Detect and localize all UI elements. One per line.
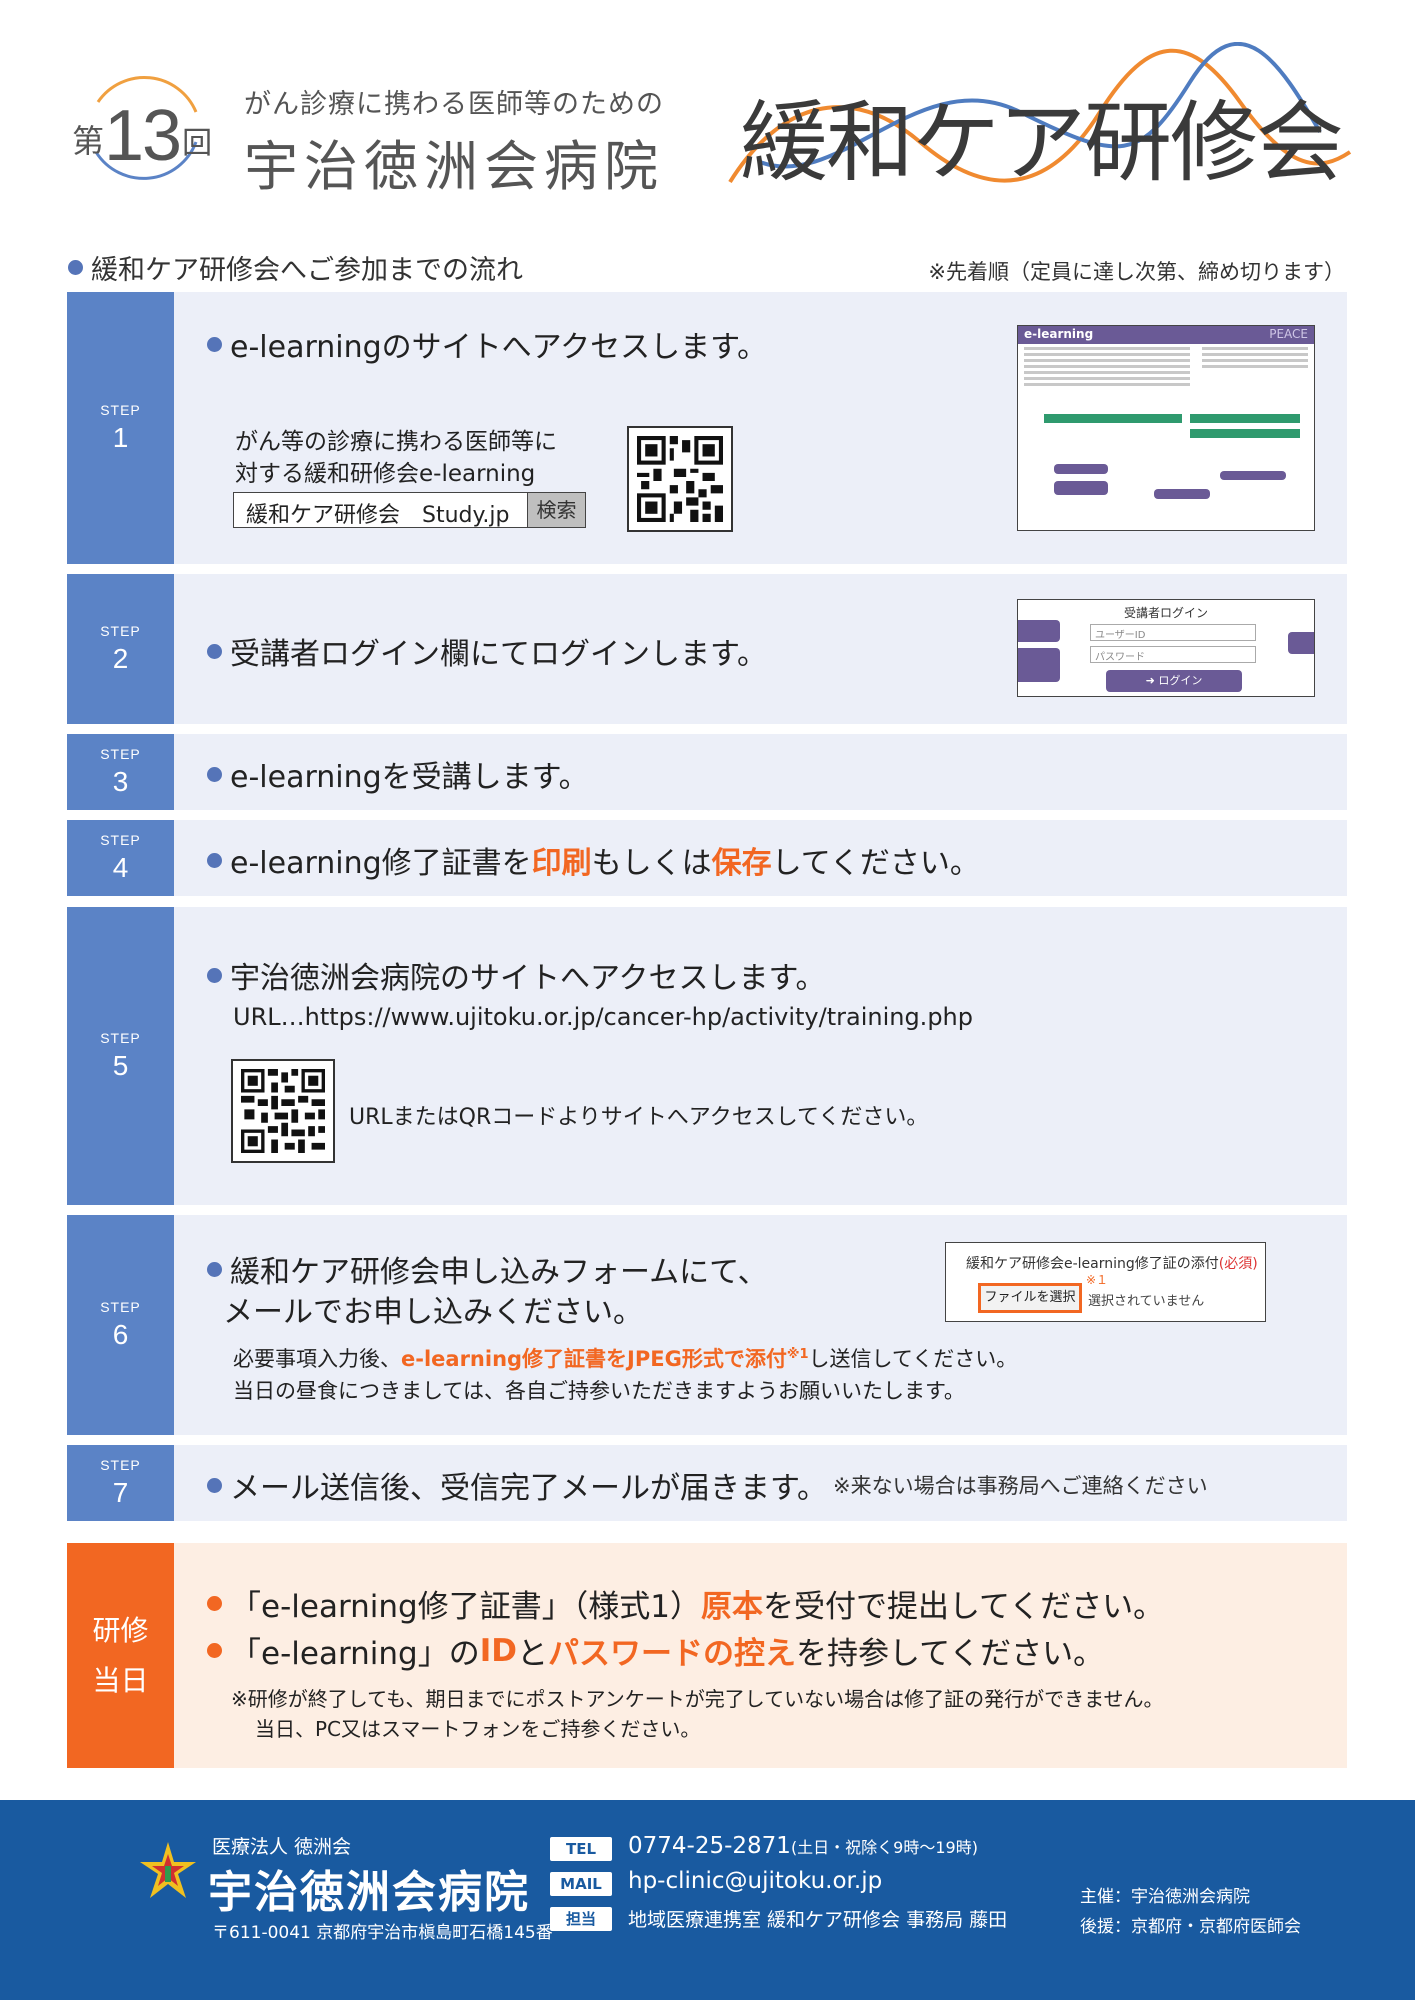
step-1-text: e-learningのサイトへアクセスします。: [207, 322, 767, 366]
step-1-desc-2: 対する緩和研修会e-learning: [235, 461, 536, 487]
bullet-icon: [207, 1261, 222, 1277]
flow-section-title: 緩和ケア研修会へご参加までの流れ: [68, 248, 523, 287]
step-2: STEP 2 受講者ログイン欄にてログインします。 受講者ログイン ユーザーID…: [67, 574, 1347, 724]
file-select-button[interactable]: ファイルを選択: [978, 1283, 1082, 1313]
login-panel-screenshot: 受講者ログイン ユーザーID パスワード ➜ ログイン: [1017, 599, 1315, 697]
bullet-icon: [207, 852, 222, 868]
step-5-text: 宇治徳洲会病院のサイトへアクセスします。: [207, 953, 826, 997]
bullet-icon: [207, 1477, 222, 1493]
footer: 医療法人 徳洲会 宇治徳洲会病院 〒611-0041 京都府宇治市槇島町石橋14…: [0, 1800, 1415, 2000]
step-tab: STEP 3: [67, 734, 174, 810]
training-day-tab: 研修 当日: [67, 1543, 174, 1768]
tel-badge: TEL: [550, 1837, 612, 1861]
header-hospital: 宇治徳洲会病院: [244, 135, 664, 198]
day-item-certificate: 「e-learning修了証書」（様式1）原本を受付で提出してください。: [207, 1581, 1164, 1626]
step-tab: STEP 1: [67, 292, 174, 564]
bullet-icon: [68, 260, 83, 275]
step-3: STEP 3 e-learningを受講します。: [67, 734, 1347, 810]
step-1-desc-1: がん等の診療に携わる医師等に: [235, 429, 557, 455]
mail-link[interactable]: hp-clinic@ujitoku.or.jp: [628, 1868, 883, 1894]
footer-address: 〒611-0041 京都府宇治市槇島町石橋145番: [212, 1923, 553, 1943]
step-6-text: 緩和ケア研修会申し込みフォームにて、: [207, 1247, 768, 1291]
step-6-text-line2: メールでお申し込みください。: [223, 1295, 643, 1330]
qr-pattern: [241, 1069, 325, 1153]
attachment-form-screenshot: 緩和ケア研修会e-learning修了証の添付(必須) ファイルを選択 ※１ 選…: [945, 1242, 1266, 1322]
host-credit: 主催：宇治徳洲会病院: [1080, 1887, 1250, 1907]
qr-code-icon: [627, 426, 733, 532]
footer-org: 医療法人 徳洲会: [212, 1836, 352, 1858]
search-button[interactable]: 検索: [527, 493, 585, 527]
step-7-text: メール送信後、受信完了メールが届きます。 ※来ない場合は事務局へご連絡ください: [207, 1463, 1208, 1507]
qr-pattern: [637, 436, 723, 522]
step-6: STEP 6 緩和ケア研修会申し込みフォームにて、 メールでお申し込みください。…: [67, 1215, 1347, 1435]
elearning-site-screenshot: e-learning PEACE: [1017, 325, 1315, 531]
tel-value[interactable]: 0774-25-2871(土日・祝除く9時〜19時): [628, 1833, 978, 1859]
bullet-icon: [207, 336, 222, 352]
page-title: 緩和ケア研修会: [740, 91, 1344, 194]
step-tab: STEP 5: [67, 907, 174, 1205]
training-day-box: 研修 当日 「e-learning修了証書」（様式1）原本を受付で提出してくださ…: [67, 1543, 1347, 1768]
footer-hospital: 宇治徳洲会病院: [208, 1867, 530, 1918]
step-2-text: 受講者ログイン欄にてログインします。: [207, 629, 767, 673]
step-5: STEP 5 宇治徳洲会病院のサイトへアクセスします。 URL…https://…: [67, 907, 1347, 1205]
mail-badge: MAIL: [550, 1872, 612, 1896]
contact-badge: 担当: [550, 1907, 612, 1931]
step-6-detail-1: 必要事項入力後、e-learning修了証書をJPEG形式で添付※1し送信してく…: [233, 1347, 1018, 1371]
support-credit: 後援：京都府・京都府医師会: [1080, 1917, 1301, 1937]
login-icon: ➜: [1145, 674, 1155, 687]
round-circle-decoration: [94, 76, 198, 180]
day-note-2: 当日、PC又はスマートフォンをご持参ください。: [255, 1717, 701, 1741]
header-subtitle: がん診療に携わる医師等のための: [244, 89, 664, 120]
hospital-url-link[interactable]: URL…https://www.ujitoku.or.jp/cancer-hp/…: [233, 1003, 973, 1031]
step-3-text: e-learningを受講します。: [207, 752, 589, 796]
bullet-icon: [207, 1643, 222, 1658]
bullet-icon: [207, 967, 222, 983]
day-note-1: ※研修が終了しても、期日までにポストアンケートが完了していない場合は修了証の発行…: [231, 1687, 1164, 1711]
bullet-icon: [207, 1596, 222, 1611]
step-7: STEP 7 メール送信後、受信完了メールが届きます。 ※来ない場合は事務局へご…: [67, 1445, 1347, 1521]
step-4: STEP 4 e-learning修了証書を印刷もしくは保存してください。: [67, 820, 1347, 896]
title-ribbon-decoration: [728, 42, 1352, 184]
search-input[interactable]: 緩和ケア研修会 Study.jp: [246, 503, 510, 528]
contact-value: 地域医療連携室 緩和ケア研修会 事務局 藤田: [628, 1909, 1008, 1931]
qr-code-icon: [231, 1059, 335, 1163]
first-come-note: ※先着順（定員に達し次第、締め切ります）: [928, 260, 1345, 284]
bullet-icon: [207, 766, 222, 782]
step-tab: STEP 6: [67, 1215, 174, 1435]
step-6-detail-2: 当日の昼食につきましては、各自ご持参いただきますようお願いいたします。: [233, 1379, 965, 1403]
step-4-text: e-learning修了証書を印刷もしくは保存してください。: [207, 838, 980, 882]
step-1: STEP 1 e-learningのサイトへアクセスします。 がん等の診療に携わ…: [67, 292, 1347, 564]
login-button: ➜ ログイン: [1106, 670, 1242, 692]
round-number: 第 13 回: [72, 96, 213, 176]
qr-note: URLまたはQRコードよりサイトへアクセスしてください。: [349, 1105, 929, 1130]
search-box[interactable]: 緩和ケア研修会 Study.jp 検索: [233, 492, 586, 528]
step-tab: STEP 2: [67, 574, 174, 724]
tokushukai-logo-icon: [140, 1842, 196, 1898]
bullet-icon: [207, 643, 222, 659]
step-tab: STEP 4: [67, 820, 174, 896]
step-tab: STEP 7: [67, 1445, 174, 1521]
